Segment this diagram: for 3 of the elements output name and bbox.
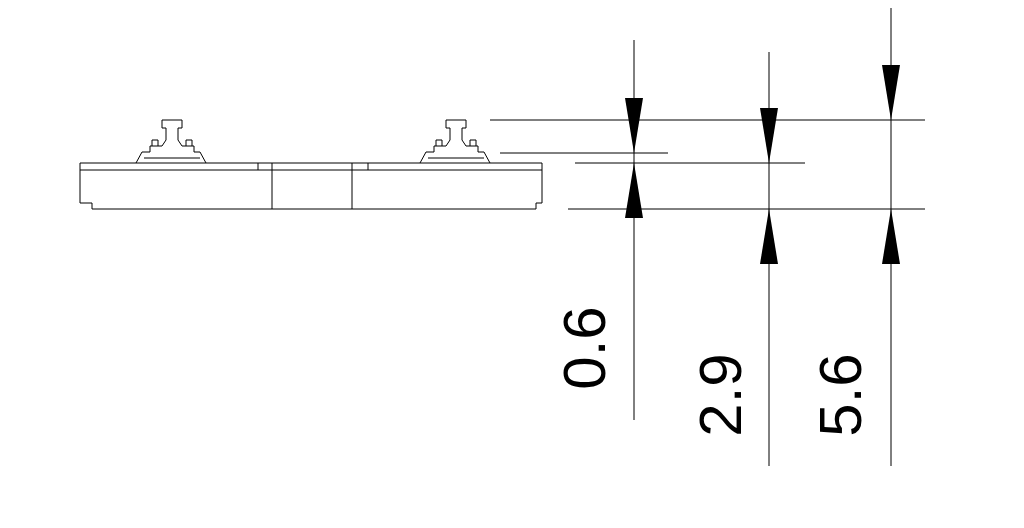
dimension-label: 2.9 <box>690 353 751 437</box>
dimension-label: 0.6 <box>554 306 615 390</box>
dimension-label: 5.6 <box>810 353 871 437</box>
